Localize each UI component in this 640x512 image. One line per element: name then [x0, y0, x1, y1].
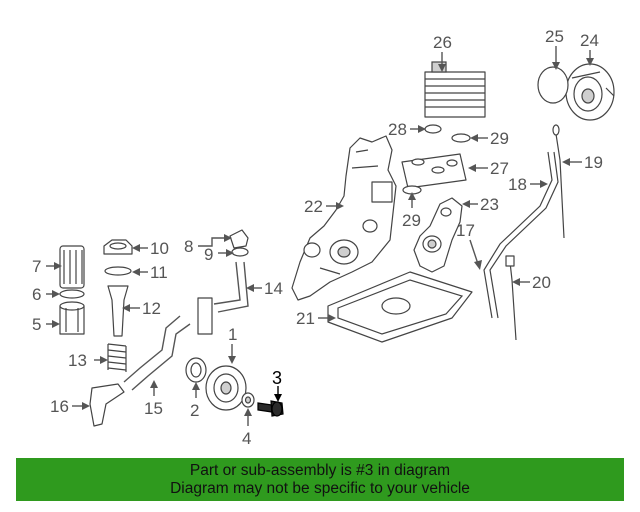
label-1: 1	[228, 325, 237, 344]
leader-lines	[46, 46, 594, 426]
label-9: 9	[204, 245, 213, 264]
dipstick-handle	[552, 124, 560, 136]
label-5: 5	[32, 315, 41, 334]
label-23: 23	[480, 195, 499, 214]
label-3: 3	[272, 368, 282, 388]
dipstick-20-cap	[505, 255, 515, 267]
dipstick-20[interactable]	[509, 261, 517, 341]
hose-15-outer	[131, 323, 191, 391]
seal-11[interactable]	[104, 266, 132, 276]
label-12: 12	[142, 299, 161, 318]
label-17: 17	[456, 221, 475, 240]
washer-4-hole	[244, 396, 252, 404]
label-14: 14	[264, 279, 283, 298]
label-29-lower: 29	[402, 211, 421, 230]
oil-filter-housing[interactable]	[291, 135, 397, 301]
label-2: 2	[190, 401, 199, 420]
label-20: 20	[532, 273, 551, 292]
pipe-16[interactable]	[89, 383, 125, 427]
callout-numbers: 26 25 24 28 29 27 19 18 22 29 23 17 20 2…	[32, 27, 603, 448]
bolt-3[interactable]	[257, 400, 284, 417]
banner-line-1: Part or sub-assembly is #3 in diagram	[189, 461, 451, 479]
o-ring-6[interactable]	[59, 289, 85, 299]
label-25: 25	[545, 27, 564, 46]
seal-28[interactable]	[424, 124, 442, 134]
cap-10[interactable]	[103, 239, 133, 255]
hose-15[interactable]	[123, 315, 181, 383]
label-11: 11	[150, 263, 168, 282]
label-19: 19	[584, 153, 603, 172]
breather-bracket	[197, 297, 213, 335]
label-21: 21	[296, 309, 315, 328]
filter-cap-5[interactable]	[59, 301, 85, 335]
label-22: 22	[304, 197, 323, 216]
seal-2-inner	[190, 362, 202, 378]
label-28: 28	[388, 120, 407, 139]
breather-pipe[interactable]	[213, 261, 241, 305]
label-18: 18	[508, 175, 527, 194]
pulley-1[interactable]	[205, 365, 247, 411]
label-7: 7	[32, 257, 41, 276]
filter-element[interactable]	[59, 245, 85, 289]
breather-pipe-outer	[217, 261, 249, 313]
tube-12[interactable]	[107, 285, 129, 337]
dipstick-tube[interactable]	[483, 151, 553, 319]
label-29-upper: 29	[490, 129, 509, 148]
label-8: 8	[184, 237, 193, 256]
oil-cooler[interactable]	[424, 61, 486, 118]
info-banner: Part or sub-assembly is #3 in diagram Di…	[16, 458, 624, 501]
housing-24[interactable]	[565, 63, 615, 121]
seal-9[interactable]	[231, 247, 249, 257]
label-10: 10	[150, 239, 169, 258]
seal-ring-25[interactable]	[537, 66, 569, 104]
oil-pump[interactable]	[413, 197, 463, 273]
label-27: 27	[490, 159, 509, 178]
label-15: 15	[144, 399, 163, 418]
plug-8[interactable]	[229, 229, 249, 249]
banner-line-2: Diagram may not be specific to your vehi…	[170, 479, 470, 497]
label-16: 16	[50, 397, 69, 416]
spring-13[interactable]	[107, 343, 127, 372]
label-6: 6	[32, 285, 41, 304]
label-24: 24	[580, 31, 599, 50]
seal-29-upper[interactable]	[451, 133, 471, 143]
label-26: 26	[433, 33, 452, 52]
label-4: 4	[242, 429, 251, 448]
dipstick[interactable]	[555, 133, 565, 239]
dipstick-tube-inner	[489, 151, 559, 319]
oil-pan[interactable]	[327, 271, 473, 343]
label-13: 13	[68, 351, 87, 370]
parts-diagram: 26 25 24 28 29 27 19 18 22 29 23 17 20 2…	[32, 27, 615, 448]
adapter-plate[interactable]	[401, 153, 467, 189]
